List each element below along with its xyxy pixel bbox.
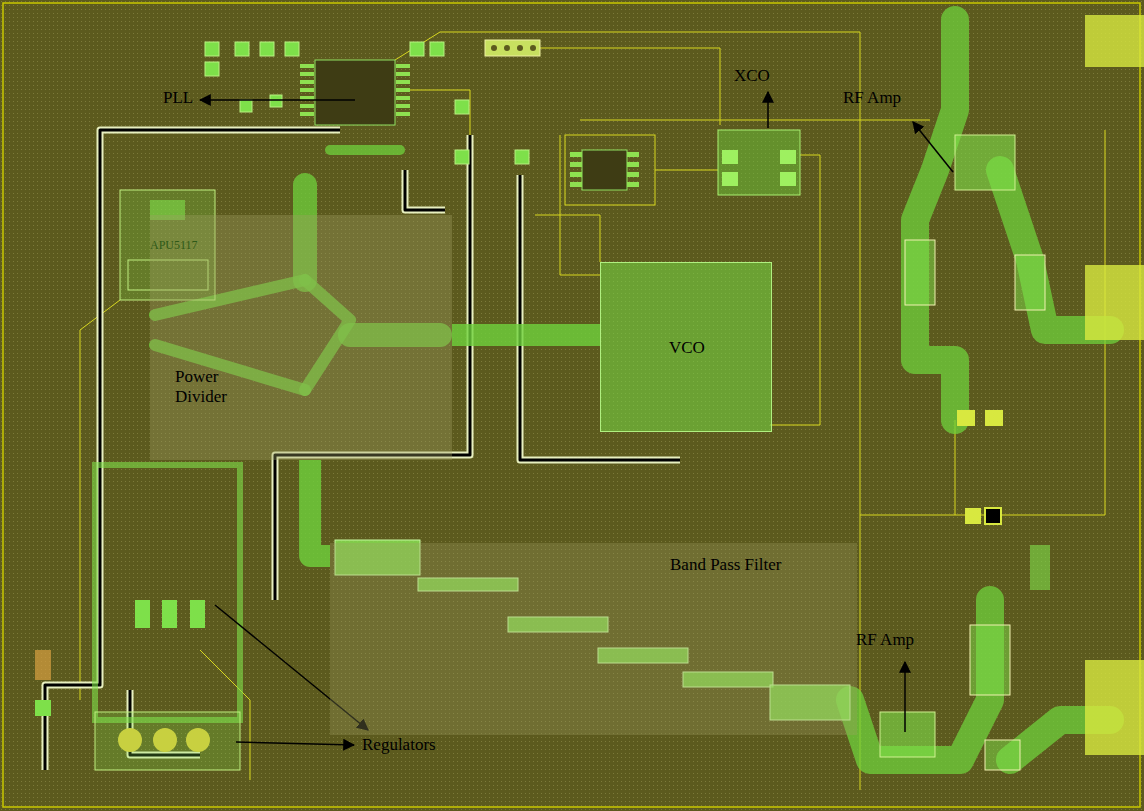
band-pass-filter-region: Band Pass Filter — [330, 543, 857, 735]
part-label: RF Amp — [856, 630, 914, 650]
part-label: PLL — [163, 88, 193, 108]
part-label: XCO — [734, 66, 770, 86]
microstrip-trace — [310, 460, 330, 556]
node-title: Power Divider — [175, 367, 265, 406]
vco-part: VCO — [600, 262, 772, 432]
silkscreen-text: APU5117 — [150, 238, 198, 253]
part-label: Regulators — [362, 735, 436, 755]
microstrip-trace — [452, 324, 600, 346]
node-title: Band Pass Filter — [670, 555, 781, 575]
node-title: VCO — [669, 338, 705, 358]
part-label: RF Amp — [843, 88, 901, 108]
